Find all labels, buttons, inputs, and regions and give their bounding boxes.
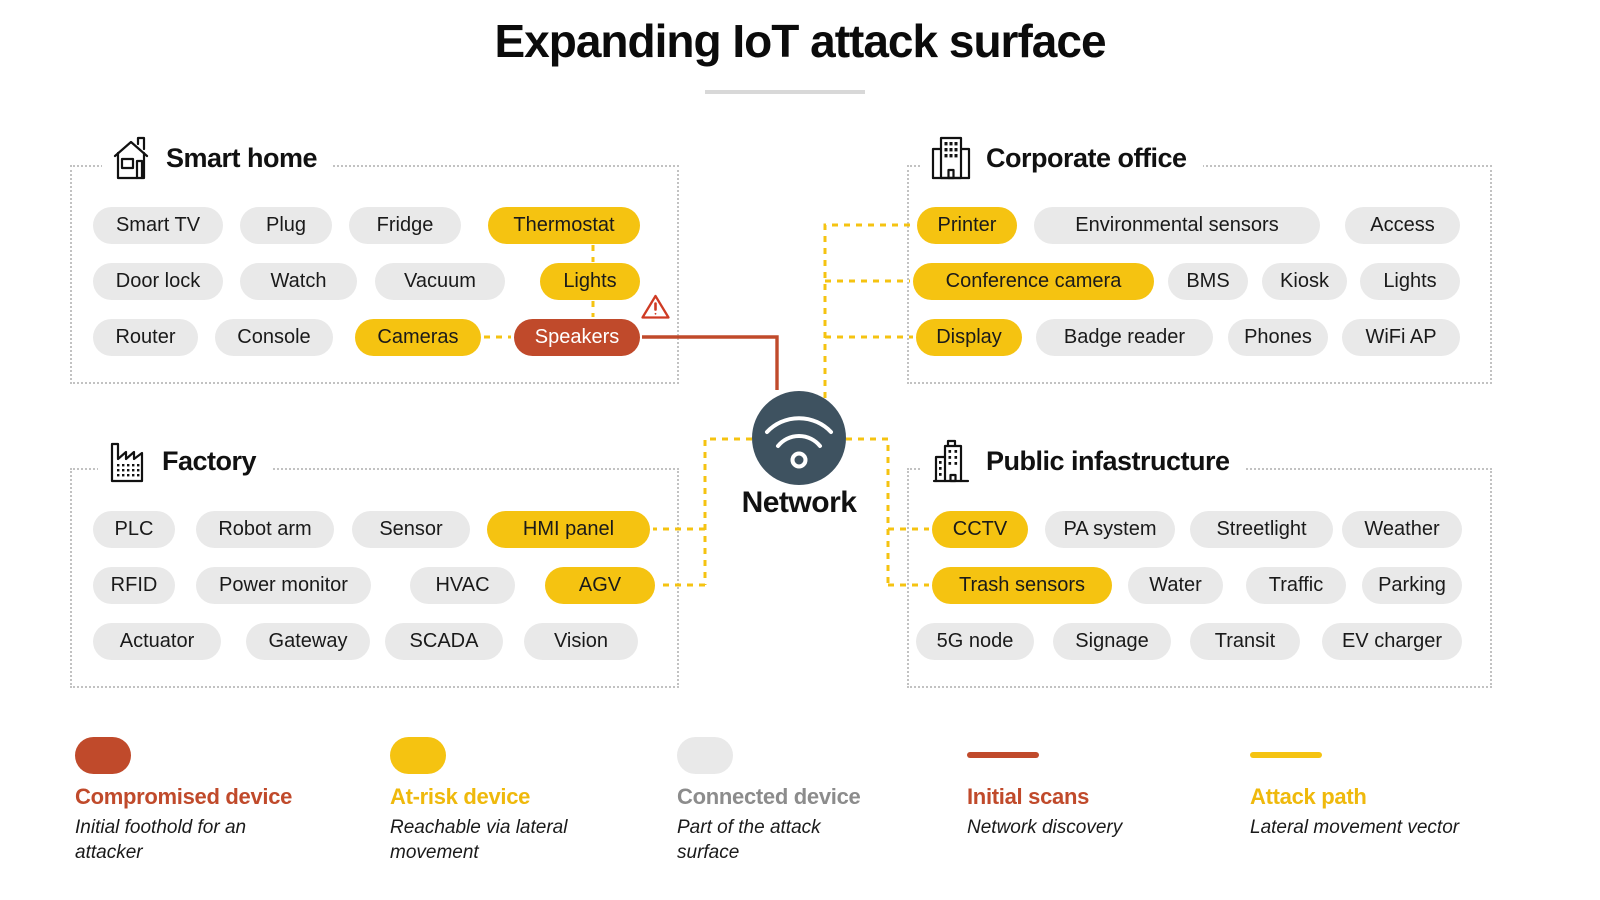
smart-home-header: Smart home	[102, 131, 334, 185]
compromised-swatch	[75, 737, 131, 774]
device-pill-corporate-office-environmental-sensors: Environmental sensors	[1034, 207, 1320, 244]
device-pill-public-infrastructure-water: Water	[1128, 567, 1223, 604]
legend-title-at-risk: At-risk device	[390, 784, 531, 809]
legend-desc-attack-path: Lateral movement vector	[1250, 817, 1460, 838]
public-infrastructure-header: Public infastructure	[922, 434, 1246, 488]
device-pill-public-infrastructure-parking: Parking	[1362, 567, 1462, 604]
device-pill-corporate-office-display: Display	[916, 319, 1022, 356]
house-icon	[113, 136, 149, 180]
device-pill-public-infrastructure-traffic: Traffic	[1246, 567, 1346, 604]
device-pill-factory-robot-arm: Robot arm	[196, 511, 334, 548]
legend-desc-connected: Part of the attack surface	[677, 817, 821, 864]
attack-path-swatch	[1250, 752, 1322, 758]
device-pill-public-infrastructure-pa-system: PA system	[1045, 511, 1175, 548]
device-pill-corporate-office-printer: Printer	[917, 207, 1017, 244]
attack-path-lines	[484, 223, 929, 587]
device-pill-corporate-office-badge-reader: Badge reader	[1036, 319, 1213, 356]
legend-item-initial-scans: Initial scans Network discovery	[967, 737, 1207, 840]
device-pill-corporate-office-phones: Phones	[1228, 319, 1328, 356]
legend-desc-compromised: Initial foothold for an attacker	[75, 817, 247, 864]
device-pill-factory-actuator: Actuator	[93, 623, 221, 660]
device-pill-factory-agv: AGV	[545, 567, 655, 604]
device-pill-public-infrastructure-streetlight: Streetlight	[1190, 511, 1333, 548]
device-pill-corporate-office-conference-camera: Conference camera	[913, 263, 1154, 300]
network-circle	[752, 391, 846, 485]
corporate-office-title: Corporate office	[986, 142, 1187, 173]
factory-box	[70, 468, 679, 688]
device-pill-public-infrastructure-cctv: CCTV	[932, 511, 1028, 548]
warning-triangle-icon	[641, 294, 670, 319]
device-pill-smart-home-vacuum: Vacuum	[375, 263, 505, 300]
corporate-office-header: Corporate office	[922, 131, 1203, 185]
device-pill-corporate-office-access: Access	[1345, 207, 1460, 244]
legend-title-initial-scans: Initial scans	[967, 784, 1090, 809]
network-hub	[752, 391, 846, 485]
smart-home-box	[70, 165, 679, 384]
legend-item-compromised: Compromised device Initial foothold for …	[75, 737, 305, 865]
initial-scans-swatch	[967, 752, 1039, 758]
device-pill-public-infrastructure-transit: Transit	[1190, 623, 1300, 660]
device-pill-corporate-office-kiosk: Kiosk	[1262, 263, 1347, 300]
page-title: Expanding IoT attack surface	[494, 15, 1106, 67]
device-pill-smart-home-speakers: Speakers	[514, 319, 640, 356]
legend-item-connected: Connected device Part of the attack surf…	[677, 737, 872, 865]
device-pill-smart-home-door-lock: Door lock	[93, 263, 223, 300]
public-infrastructure-title: Public infastructure	[986, 445, 1230, 476]
connected-swatch	[677, 737, 733, 774]
device-pill-factory-power-monitor: Power monitor	[196, 567, 371, 604]
device-pill-corporate-office-lights: Lights	[1360, 263, 1460, 300]
device-pill-smart-home-router: Router	[93, 319, 198, 356]
device-pill-factory-hvac: HVAC	[410, 567, 515, 604]
legend-desc-at-risk: Reachable via lateral movement	[390, 817, 568, 864]
device-pill-smart-home-watch: Watch	[240, 263, 357, 300]
device-pill-smart-home-lights: Lights	[540, 263, 640, 300]
initial-scan-line	[642, 335, 779, 390]
legend-item-at-risk: At-risk device Reachable via lateral mov…	[390, 737, 590, 865]
device-pill-factory-hmi-panel: HMI panel	[487, 511, 650, 548]
device-pill-public-infrastructure-ev-charger: EV charger	[1322, 623, 1462, 660]
device-pill-factory-sensor: Sensor	[352, 511, 470, 548]
device-pill-public-infrastructure-5g-node: 5G node	[916, 623, 1034, 660]
city-building-icon	[932, 439, 970, 483]
device-pill-factory-scada: SCADA	[385, 623, 503, 660]
device-pill-public-infrastructure-weather: Weather	[1342, 511, 1462, 548]
legend-title-connected: Connected device	[677, 784, 861, 809]
factory-header: Factory	[98, 434, 273, 488]
device-pill-smart-home-cameras: Cameras	[355, 319, 481, 356]
device-pill-corporate-office-wifi-ap: WiFi AP	[1342, 319, 1460, 356]
device-pill-public-infrastructure-signage: Signage	[1053, 623, 1171, 660]
device-pill-smart-home-smart-tv: Smart TV	[93, 207, 223, 244]
at-risk-swatch	[390, 737, 446, 774]
title-underline	[705, 90, 865, 94]
device-pill-smart-home-fridge: Fridge	[349, 207, 461, 244]
device-pill-public-infrastructure-trash-sensors: Trash sensors	[932, 567, 1112, 604]
device-pill-smart-home-console: Console	[215, 319, 333, 356]
office-building-icon	[931, 136, 971, 180]
device-pill-smart-home-plug: Plug	[240, 207, 332, 244]
device-pill-smart-home-thermostat: Thermostat	[488, 207, 640, 244]
smart-home-title: Smart home	[166, 142, 318, 173]
legend-title-compromised: Compromised device	[75, 784, 293, 809]
device-pill-factory-gateway: Gateway	[246, 623, 370, 660]
network-label: Network	[741, 486, 857, 519]
device-pill-factory-plc: PLC	[93, 511, 175, 548]
factory-title: Factory	[162, 445, 257, 476]
device-pill-factory-vision: Vision	[524, 623, 638, 660]
legend-item-attack-path: Attack path Lateral movement vector	[1250, 737, 1520, 840]
device-pill-factory-rfid: RFID	[93, 567, 175, 604]
legend-desc-initial-scans: Network discovery	[967, 817, 1123, 838]
device-pill-corporate-office-bms: BMS	[1168, 263, 1248, 300]
wifi-icon	[765, 416, 833, 469]
legend-title-attack-path: Attack path	[1250, 784, 1367, 809]
factory-icon	[110, 442, 144, 483]
